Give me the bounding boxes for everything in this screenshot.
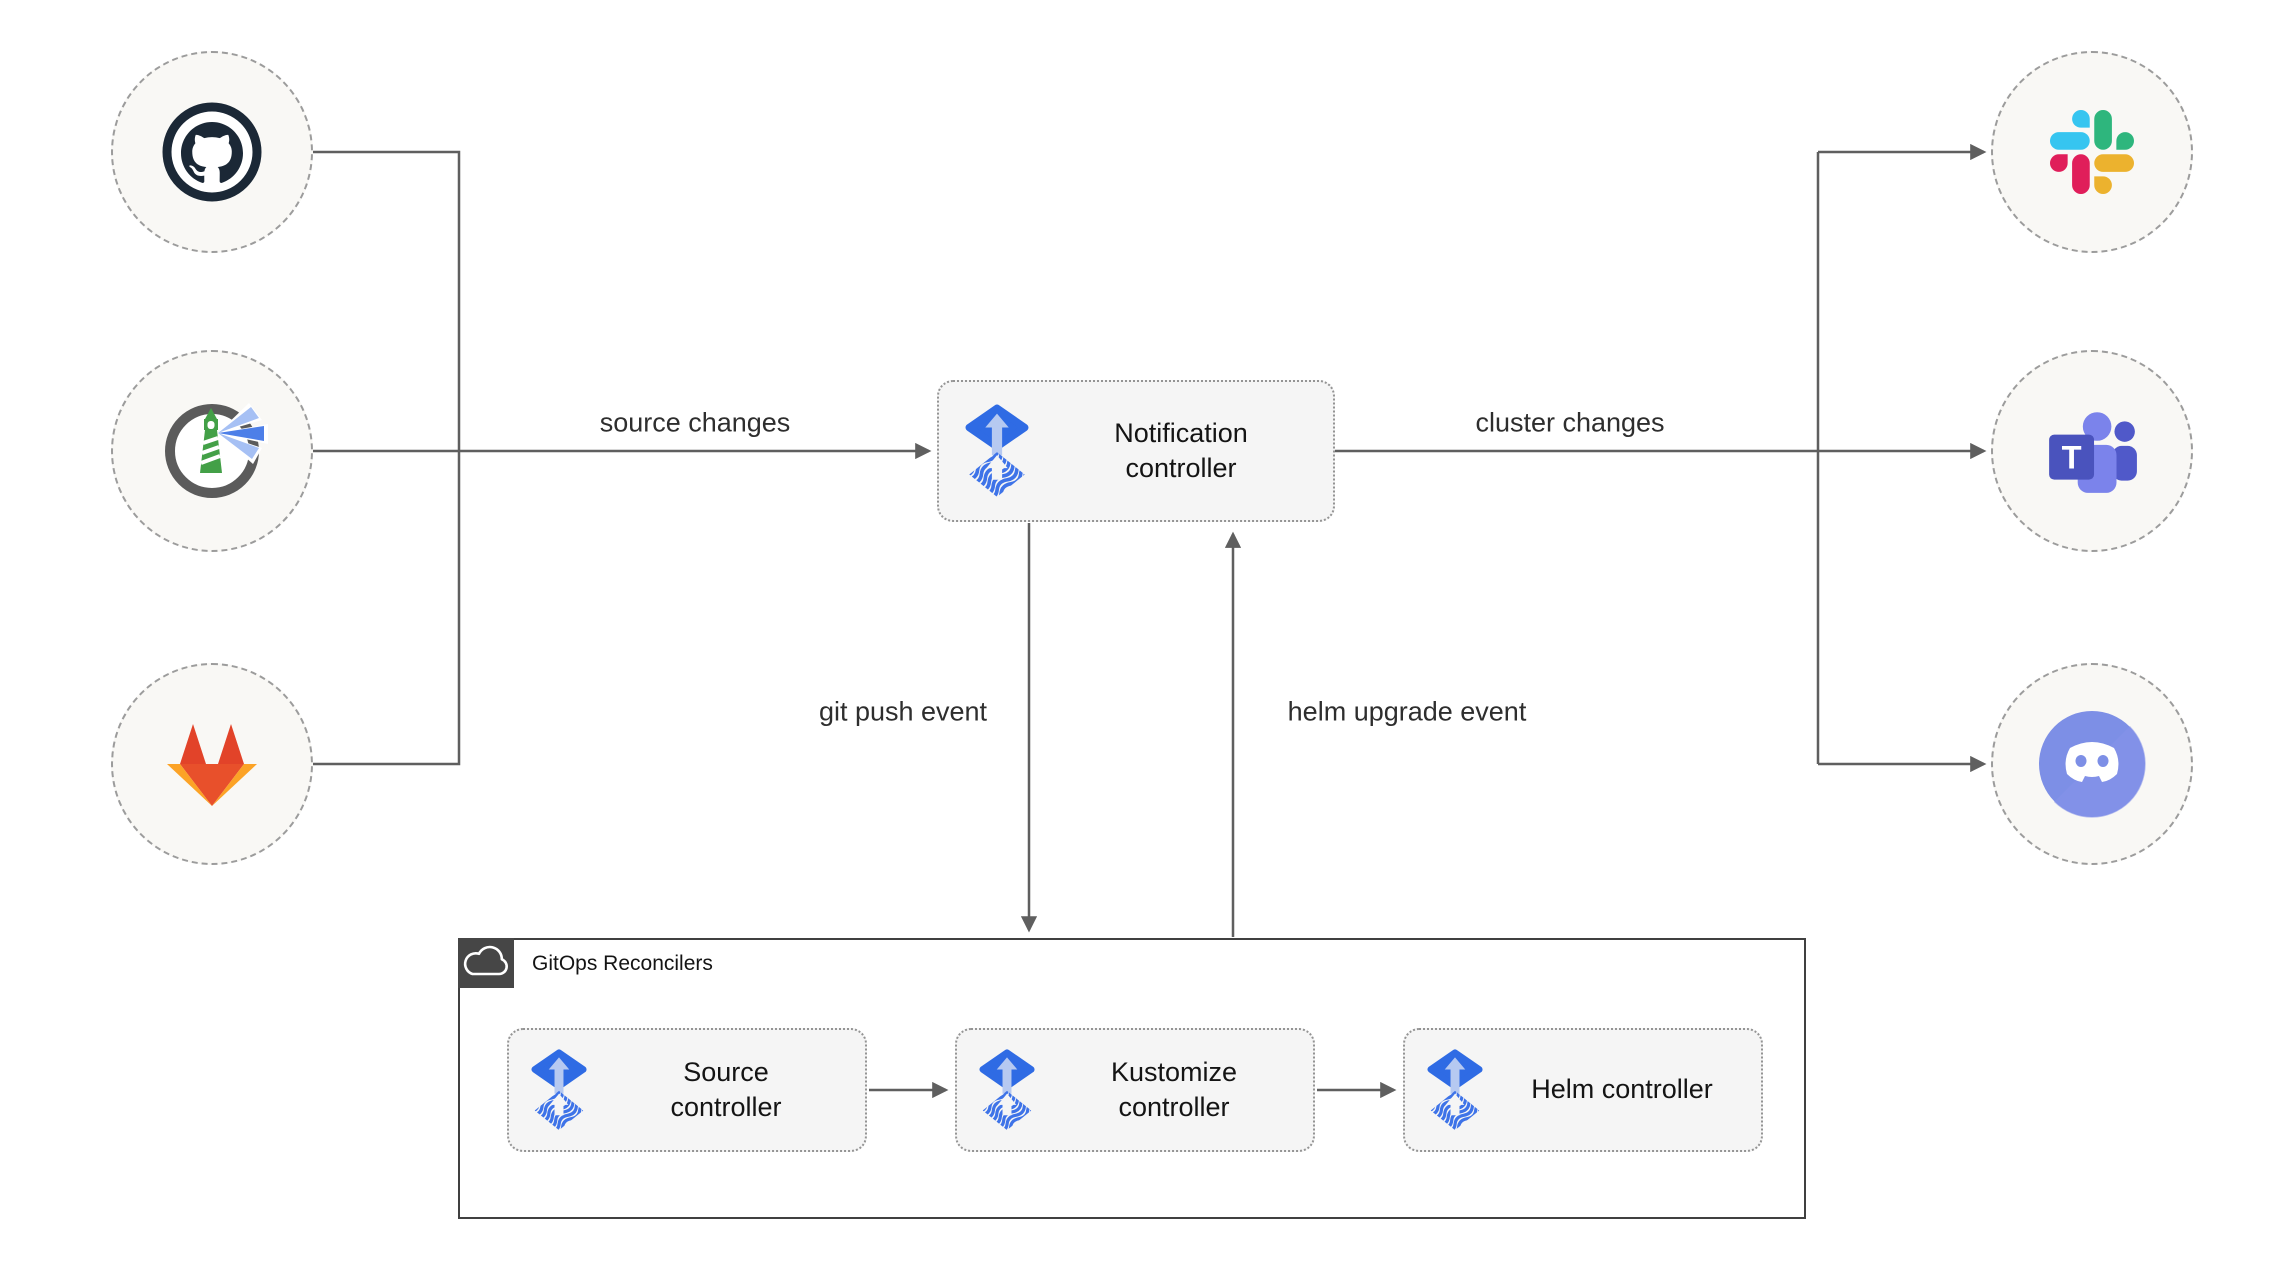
kustomize-controller-label: Kustomize controller xyxy=(1110,1056,1238,1122)
edge-left-bus xyxy=(313,150,461,766)
discord-icon xyxy=(2039,711,2146,818)
container-badge xyxy=(458,938,514,988)
teams-icon: T xyxy=(2049,412,2137,493)
helm-controller-label: Helm controller xyxy=(1531,1074,1713,1105)
container-title: GitOps Reconcilers xyxy=(532,952,713,975)
github-icon xyxy=(162,102,262,202)
node-harbor xyxy=(111,350,313,552)
node-slack xyxy=(1991,51,2193,253)
node-discord xyxy=(1991,663,2193,865)
node-source-controller: Source controller xyxy=(507,1028,867,1152)
flux-icon xyxy=(979,1048,1035,1132)
slack-icon xyxy=(2050,110,2134,194)
harbor-icon xyxy=(165,403,268,498)
notification-controller-label: Notification controller xyxy=(1114,417,1248,483)
cloud-icon xyxy=(463,945,508,976)
node-teams: T xyxy=(1991,350,2193,552)
edge-label-helm-upgrade-event: helm upgrade event xyxy=(1287,696,1527,727)
edge-label-source-changes: source changes xyxy=(599,407,791,438)
teams-letter: T xyxy=(2062,438,2082,475)
node-helm-controller: Helm controller xyxy=(1403,1028,1763,1152)
node-notification-controller: Notification controller xyxy=(937,380,1335,522)
edge-label-git-push-event: git push event xyxy=(818,696,988,727)
flux-icon xyxy=(531,1048,587,1132)
node-kustomize-controller: Kustomize controller xyxy=(955,1028,1315,1152)
flux-icon xyxy=(1427,1048,1483,1132)
edge-label-cluster-changes: cluster changes xyxy=(1475,407,1665,438)
node-github xyxy=(111,51,313,253)
node-gitlab xyxy=(111,663,313,865)
source-controller-label: Source controller xyxy=(670,1056,782,1122)
gitlab-icon xyxy=(167,724,257,806)
flux-icon xyxy=(965,403,1029,499)
